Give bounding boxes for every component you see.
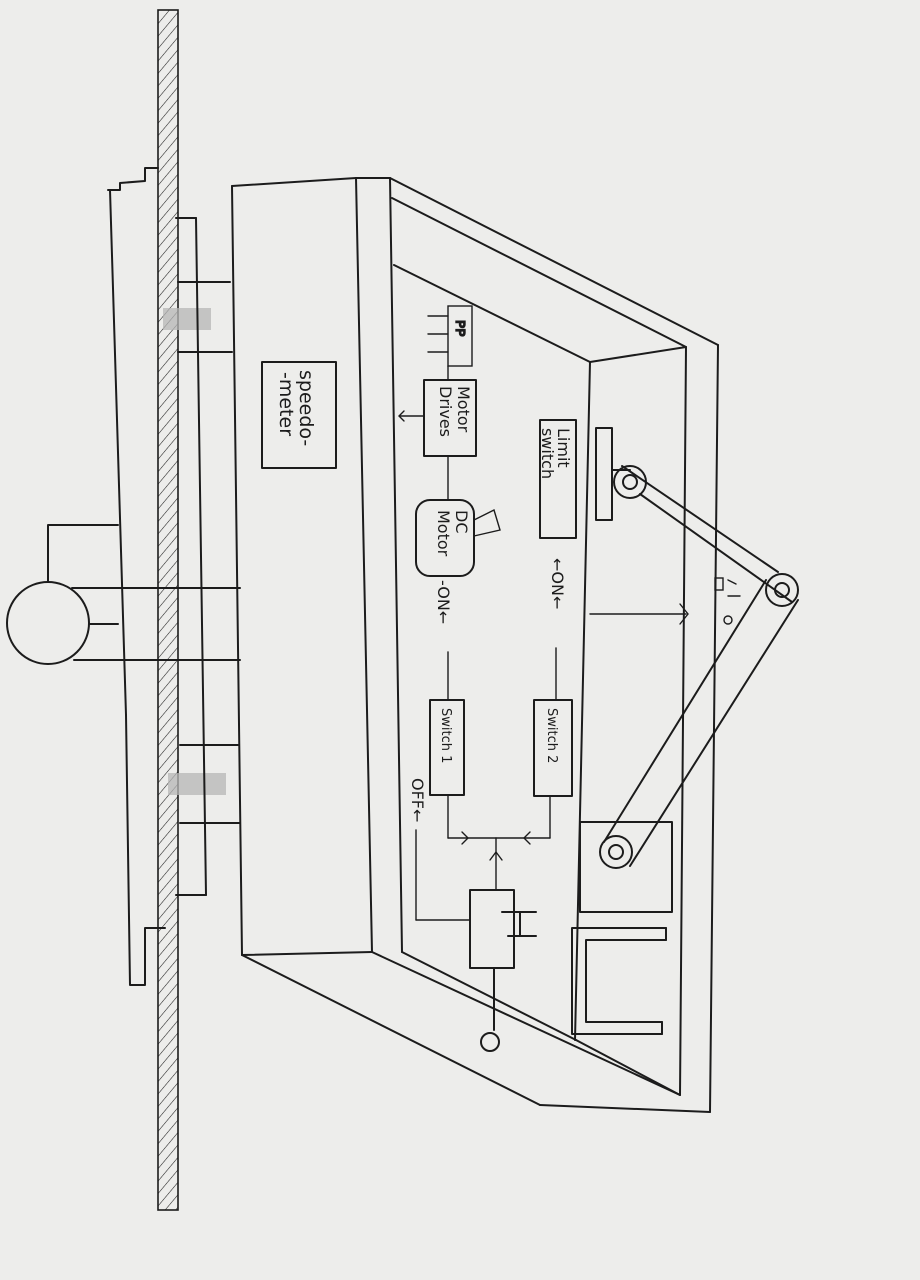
robotic-arm	[600, 466, 798, 868]
switch-2-box: Switch 2	[534, 700, 572, 796]
speedometer-label-1: speedo-	[295, 370, 317, 446]
limit-switch-label-2: switch	[538, 428, 557, 479]
on-label-motor: -ON←	[434, 580, 453, 624]
battery	[470, 890, 536, 1051]
u-tray	[572, 928, 666, 1034]
motor-driver-label-1: Motor	[454, 386, 473, 433]
arm-pointer-arrow	[590, 604, 688, 624]
sensor-comb: ᴘᴘ	[428, 306, 472, 366]
switch-1-label: Switch 1	[438, 708, 453, 763]
switch-2-label: Switch 2	[544, 708, 559, 763]
motor-driver-label-2: Drives	[436, 386, 455, 437]
dc-motor-label-1: DC	[452, 510, 471, 534]
motor-driver-box: Motor Drives	[399, 366, 476, 456]
dc-motor: DC Motor	[416, 456, 500, 576]
compartment-box	[232, 178, 718, 1112]
arm-mount-bracket	[596, 428, 630, 520]
off-label: OFF←	[408, 778, 427, 822]
limit-switch-box: Limit switch	[538, 420, 576, 538]
pickup-square	[580, 822, 672, 912]
speedometer-box: speedo- -meter	[262, 362, 336, 468]
svg-text:ᴘᴘ: ᴘᴘ	[452, 320, 471, 337]
switch-wiring	[448, 795, 550, 890]
switch-1-box: Switch 1	[430, 700, 464, 795]
rail-track	[158, 10, 178, 1210]
speedometer-label-2: -meter	[275, 372, 297, 436]
dc-motor-label-2: Motor	[434, 510, 453, 557]
indicator-lights	[715, 578, 740, 624]
on-label-limit: ←ON←	[548, 558, 567, 609]
tape-mark-bottom	[168, 773, 226, 795]
tape-mark-top	[163, 308, 211, 330]
